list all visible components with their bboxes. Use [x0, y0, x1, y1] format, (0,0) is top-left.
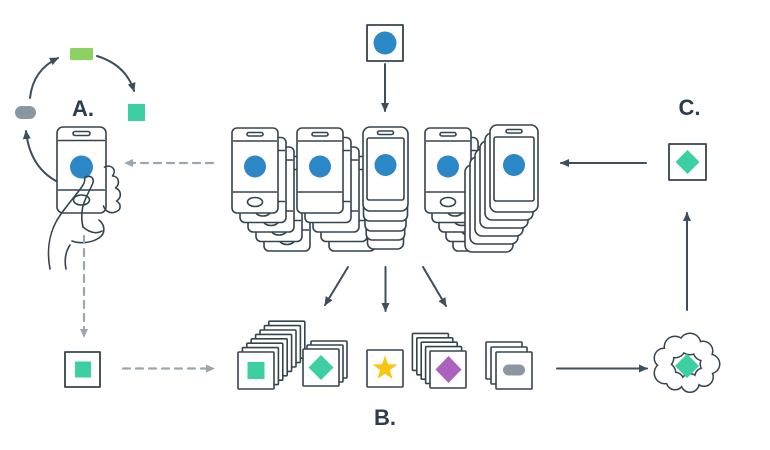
- update-card-stack-1: [237, 320, 306, 390]
- device-model-dot: [374, 154, 397, 176]
- phone-stack-4: [424, 127, 500, 252]
- phone-stack-2: [296, 127, 376, 252]
- arrow-devices-to-updates-left: [324, 266, 349, 306]
- phone-stack-5: [464, 124, 539, 253]
- device-model-dot: [309, 155, 331, 178]
- aggregated-update-diamond: [675, 354, 699, 378]
- teal-diamond-symbol: [308, 355, 334, 380]
- phone-stack-3: [362, 126, 409, 250]
- consensus-diamond: [675, 150, 700, 174]
- device-model-dot: [503, 154, 525, 176]
- hand-sketch: [47, 165, 122, 270]
- aggregation-cloud: [653, 332, 721, 393]
- local-update-square: [75, 361, 91, 378]
- gray-pill-symbol: [503, 364, 525, 376]
- update-card-stack-5: [485, 341, 533, 390]
- global-model-dot: [373, 31, 397, 55]
- update-card-stack-3: [366, 349, 404, 388]
- update-card-stack-2: [302, 340, 348, 387]
- update-card-stack-4: [411, 332, 467, 389]
- cycle-arrow-up-left: [29, 57, 59, 99]
- local-update-box: [64, 351, 101, 388]
- label-step-b: B.: [374, 405, 396, 430]
- model-pill: [15, 106, 36, 119]
- phone-stack-1: [231, 127, 311, 252]
- cycle-arrow-right-down: [96, 55, 136, 92]
- device-model-dot: [244, 155, 266, 178]
- purple-diamond-symbol: [435, 356, 462, 383]
- label-step-c: C.: [679, 95, 701, 120]
- global-model-box: [366, 24, 404, 62]
- yellow-star-symbol: [372, 355, 398, 379]
- user-phone: [47, 126, 122, 270]
- training-data-rect: [70, 48, 93, 60]
- arrow-devices-to-updates-right: [422, 266, 447, 307]
- label-step-a: A.: [72, 96, 94, 121]
- device-model-dot: [437, 155, 459, 178]
- teal-square-symbol: [247, 362, 265, 379]
- phone-model-dot: [70, 155, 93, 179]
- update-square: [128, 104, 145, 121]
- consensus-box: [668, 143, 707, 181]
